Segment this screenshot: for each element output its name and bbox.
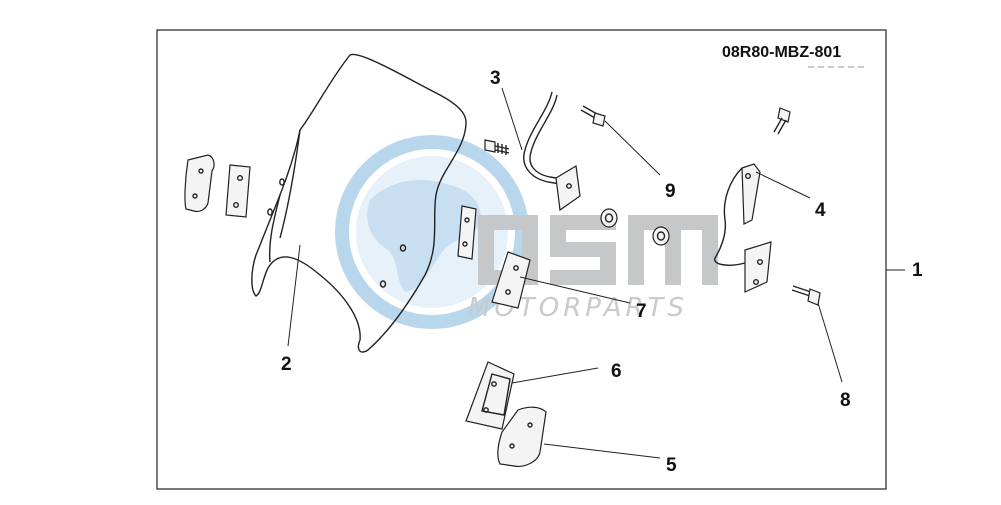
leader-lines: [287, 87, 905, 459]
rubber-mount-middle: [457, 205, 477, 260]
callout-1: 1: [912, 260, 923, 281]
watermark-logo: MOTORPARTS: [335, 135, 718, 329]
leader-2: [287, 244, 301, 347]
bracket-rod-part-3: [523, 91, 581, 212]
rubber-pad-part-7: [491, 251, 531, 309]
diagram-frame: [156, 29, 887, 490]
watermark-continents: [367, 180, 481, 292]
cushion-part-6: [465, 361, 515, 430]
callout-8: 8: [840, 390, 851, 411]
leader-5: [543, 443, 661, 459]
cap-part-5: [497, 406, 547, 467]
bolt-upper-left: [484, 139, 510, 155]
callout-7: 7: [636, 301, 647, 322]
side-stay-part-4: [714, 163, 772, 293]
callout-2: 2: [281, 354, 292, 375]
part-code: 08R80-MBZ-801: [722, 44, 841, 61]
leader-8: [817, 302, 843, 383]
leader-4: [755, 171, 811, 199]
leader-7: [519, 276, 631, 304]
callout-labels: 1 2 3 4 5 6 7 8 9: [281, 68, 923, 476]
leader-3: [501, 87, 523, 151]
leader-9: [604, 120, 661, 176]
windscreen-part-2: [251, 53, 467, 353]
clip-left-pair: [184, 154, 251, 218]
callout-5: 5: [666, 455, 677, 476]
bolt-part-9: [580, 105, 606, 127]
bolt-part-8: [791, 285, 821, 306]
washer-nuts: [600, 208, 670, 246]
bolt-right-upper: [773, 107, 791, 135]
callout-6: 6: [611, 361, 622, 382]
callout-9: 9: [665, 181, 676, 202]
callout-3: 3: [490, 68, 501, 89]
callout-4: 4: [815, 200, 826, 221]
leader-6: [511, 367, 599, 384]
